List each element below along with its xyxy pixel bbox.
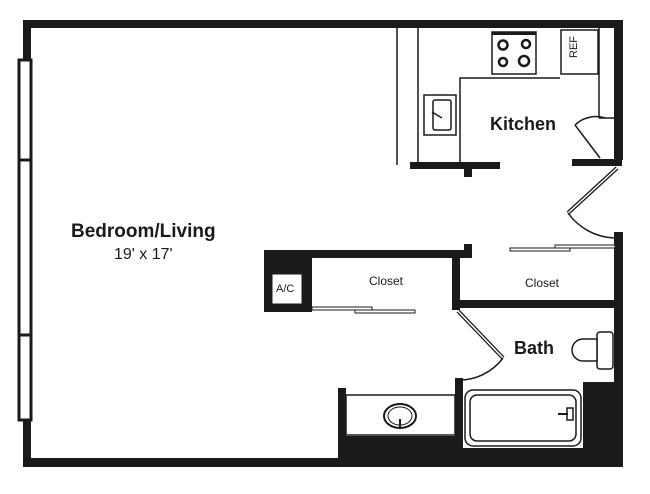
kitchen-wall-stub [464, 162, 472, 177]
room-label-closet-right: Closet [525, 276, 560, 290]
stove-icon [491, 31, 537, 75]
right-wall-upper [614, 20, 623, 160]
bottom-wall [23, 458, 623, 467]
window [17, 333, 33, 422]
bathtub-icon [463, 388, 583, 448]
closet-divider [452, 250, 460, 310]
vanity [345, 394, 456, 436]
kitchen-counters [396, 28, 614, 165]
closet-doors [311, 244, 616, 314]
window [17, 158, 33, 337]
refrigerator-label: REF [568, 36, 580, 58]
tub-base [455, 448, 620, 463]
room-label-bath: Bath [514, 338, 554, 358]
kitchen-door [574, 115, 606, 159]
closet-top-wall [264, 250, 464, 258]
entry-door [566, 166, 619, 239]
room-dimensions-bedroom-living: 19' x 17' [114, 246, 173, 263]
window [17, 58, 33, 162]
room-label-kitchen: Kitchen [490, 114, 557, 134]
ac-label: A/C [276, 283, 295, 295]
closet-wall-stub [464, 244, 472, 258]
toilet-icon [571, 331, 614, 370]
room-label-closet-left: Closet [369, 274, 404, 288]
room-label-bedroom-living: Bedroom/Living [71, 221, 216, 242]
kitchen-sink-icon [423, 94, 457, 136]
bath-door [456, 309, 505, 381]
vanity-base [346, 436, 456, 461]
kitchen-wall-right [572, 159, 622, 166]
windows [17, 58, 33, 422]
right-wall-lower [614, 232, 623, 467]
tub-wall-left [455, 378, 463, 463]
vanity-wall [338, 388, 346, 463]
kitchen-wall [410, 162, 500, 169]
top-wall [23, 20, 623, 28]
refrigerator [560, 29, 599, 75]
bath-top-wall [456, 300, 620, 308]
